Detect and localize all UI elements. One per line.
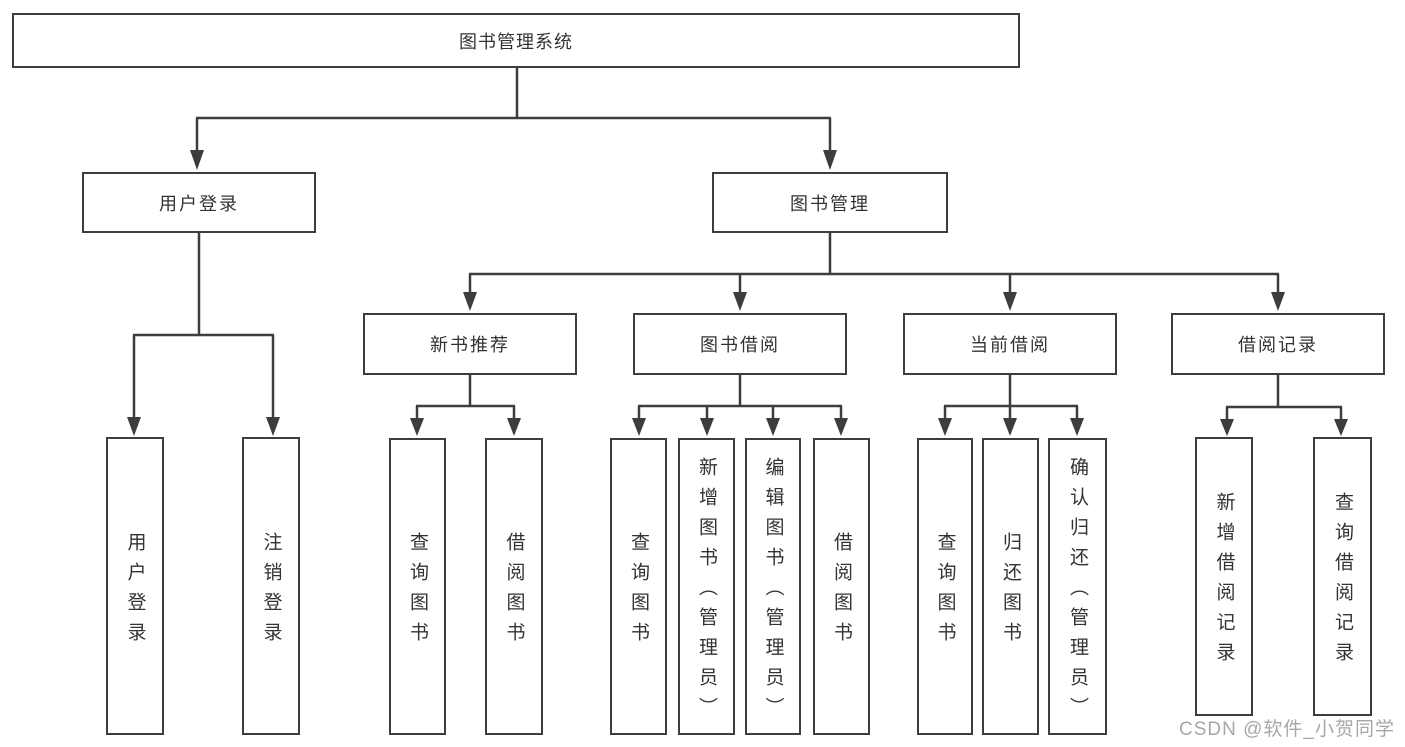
leaf-newbook-query-books: 查询图书	[389, 438, 446, 735]
csdn-watermark: CSDN @软件_小贺同学	[1179, 719, 1395, 740]
node-library-management-system-label: 图书管理系统	[459, 31, 573, 52]
node-borrowing-records-label: 借阅记录	[1238, 335, 1318, 355]
connector-book-management-children	[463, 233, 1285, 311]
leaf-newbook-query-books-label: 查询图书	[407, 532, 428, 652]
leaf-newbook-borrow-books-label: 借阅图书	[503, 532, 525, 652]
leaf-borrowing-edit-books-admin-label: 编辑图书（管理员）	[762, 457, 784, 727]
leaf-newbook-borrow-books: 借阅图书	[485, 438, 543, 735]
leaf-records-add-borrow-record-label: 新增借阅记录	[1213, 492, 1235, 672]
node-user-login-label: 用户登录	[159, 193, 239, 214]
leaf-user-login-label: 用户登录	[124, 531, 146, 652]
node-new-book-recommendation-label: 新书推荐	[430, 335, 510, 355]
leaf-borrowing-query-books: 查询图书	[610, 438, 667, 735]
leaf-logout-login-label: 注销登录	[260, 531, 282, 652]
connector-user-login-children	[127, 233, 280, 436]
node-user-login: 用户登录	[82, 172, 316, 233]
node-new-book-recommendation: 新书推荐	[363, 313, 577, 375]
leaf-logout-login: 注销登录	[242, 437, 300, 735]
leaf-user-login: 用户登录	[106, 437, 164, 735]
leaf-borrowing-add-books-admin: 新增图书（管理员）	[678, 438, 735, 735]
leaf-records-add-borrow-record: 新增借阅记录	[1195, 437, 1253, 716]
node-borrowing-records: 借阅记录	[1171, 313, 1385, 375]
node-current-borrowing: 当前借阅	[903, 313, 1117, 375]
node-current-borrowing-label: 当前借阅	[970, 335, 1050, 355]
leaf-borrowing-edit-books-admin: 编辑图书（管理员）	[745, 438, 801, 735]
node-book-management: 图书管理	[712, 172, 948, 233]
node-book-borrowing: 图书借阅	[633, 313, 847, 375]
node-book-borrowing-label: 图书借阅	[700, 335, 780, 355]
connector-root-to-level2	[190, 68, 837, 170]
connector-current-borrow-children	[938, 375, 1084, 436]
leaf-current-query-books: 查询图书	[917, 438, 973, 735]
leaf-current-query-books-label: 查询图书	[934, 532, 956, 652]
leaf-current-confirm-return-admin-label: 确认归还（管理员）	[1067, 457, 1088, 727]
node-book-management-label: 图书管理	[790, 193, 870, 214]
leaf-current-return-books-label: 归还图书	[1000, 532, 1021, 652]
leaf-current-confirm-return-admin: 确认归还（管理员）	[1048, 438, 1107, 735]
connector-borrow-records-children	[1220, 375, 1348, 436]
connector-new-book-children	[410, 375, 521, 436]
leaf-current-return-books: 归还图书	[982, 438, 1039, 735]
leaf-records-query-borrow-record-label: 查询借阅记录	[1332, 492, 1353, 672]
node-library-management-system: 图书管理系统	[12, 13, 1020, 68]
leaf-borrowing-query-books-label: 查询图书	[628, 532, 649, 652]
connector-book-borrow-children	[632, 375, 848, 436]
leaf-borrowing-borrow-books: 借阅图书	[813, 438, 870, 735]
leaf-records-query-borrow-record: 查询借阅记录	[1313, 437, 1372, 716]
leaf-borrowing-borrow-books-label: 借阅图书	[831, 532, 852, 652]
leaf-borrowing-add-books-admin-label: 新增图书（管理员）	[696, 457, 717, 727]
